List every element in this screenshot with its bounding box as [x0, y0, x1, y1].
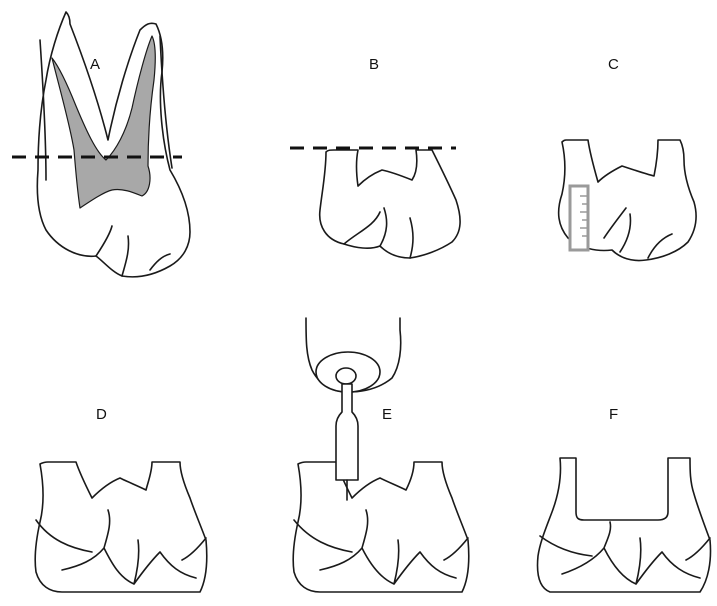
panel-c: C: [559, 56, 696, 261]
bur-icon: [336, 384, 358, 480]
panel-label-e: E: [382, 406, 392, 423]
panel-label-a: A: [90, 56, 100, 73]
handpiece-chuck: [336, 368, 356, 384]
panel-a: A: [12, 12, 190, 277]
panel-f: F: [538, 406, 711, 592]
panel-label-c: C: [608, 56, 619, 73]
panel-b: B: [290, 56, 460, 258]
panel-label-b: B: [369, 56, 379, 73]
panel-label-d: D: [96, 406, 107, 423]
panel-d: D: [35, 406, 207, 592]
panel-e: E: [293, 318, 469, 592]
tooth-a-outline: [37, 12, 190, 277]
panel-label-f: F: [609, 406, 618, 423]
tooth-b-outline: [320, 150, 460, 258]
